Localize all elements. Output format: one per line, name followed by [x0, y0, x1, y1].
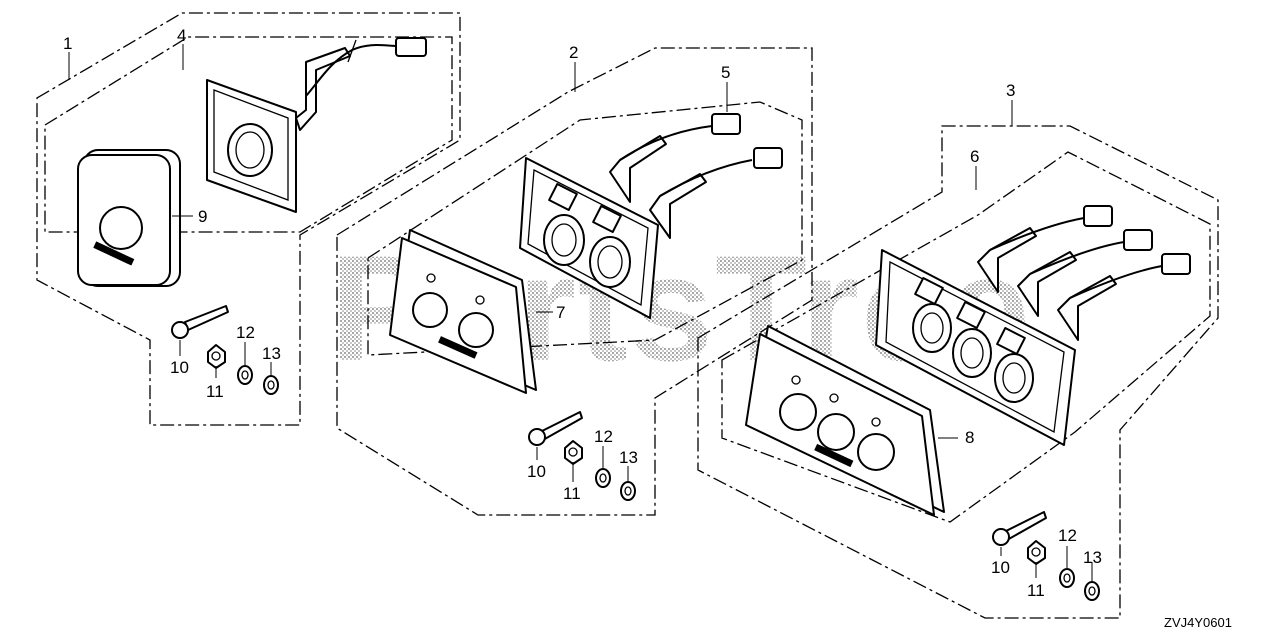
callout-13-group-3: 13: [1083, 548, 1102, 567]
assembly-3-triple-outlet: [697, 100, 1219, 619]
callout-10-group-2: 10: [527, 462, 546, 481]
callout-5: 5: [721, 63, 730, 82]
callout-12-group-1: 12: [236, 323, 255, 342]
callout-12-group-3: 12: [1058, 526, 1077, 545]
subassembly-5-outline: [367, 101, 803, 356]
receptacle-4: [206, 37, 427, 213]
face-cover-9: [77, 149, 181, 287]
diagram-code: ZVJ4Y0601: [1164, 615, 1232, 630]
callout-11-group-1: 11: [206, 382, 224, 401]
callout-3: 3: [1006, 81, 1015, 100]
callout-11-group-2: 11: [563, 484, 581, 503]
assembly-2-outline: [336, 47, 813, 516]
callout-1: 1: [63, 34, 72, 53]
hardware-group-1: [171, 305, 279, 395]
assembly-2-dual-outlet: [336, 47, 813, 516]
callout-7: 7: [556, 303, 565, 322]
callout-11-group-3: 11: [1027, 581, 1045, 600]
hardware-group-3: [992, 511, 1100, 601]
callout-2: 2: [569, 43, 578, 62]
subassembly-4-outline: [44, 36, 453, 233]
subassembly-6-outline: [721, 151, 1211, 523]
callout-6: 6: [970, 147, 979, 166]
assembly-1-single-outlet: [36, 12, 461, 426]
callout-10-group-1: 10: [170, 358, 189, 377]
assembly-1-outline: [36, 12, 461, 426]
callout-4: 4: [177, 26, 186, 45]
receptacle-panel-5: [519, 113, 783, 319]
callout-12-group-2: 12: [594, 427, 613, 446]
callout-13-group-1: 13: [262, 344, 281, 363]
face-cover-8: [745, 325, 945, 516]
assembly-3-outline: [697, 125, 1219, 619]
callout-10-group-3: 10: [991, 558, 1010, 577]
face-cover-7: [389, 229, 537, 394]
receptacle-panel-6: [875, 205, 1191, 446]
hardware-group-2: [528, 411, 636, 501]
callout-8: 8: [965, 428, 974, 447]
callout-13-group-2: 13: [619, 448, 638, 467]
callout-9: 9: [198, 207, 207, 226]
